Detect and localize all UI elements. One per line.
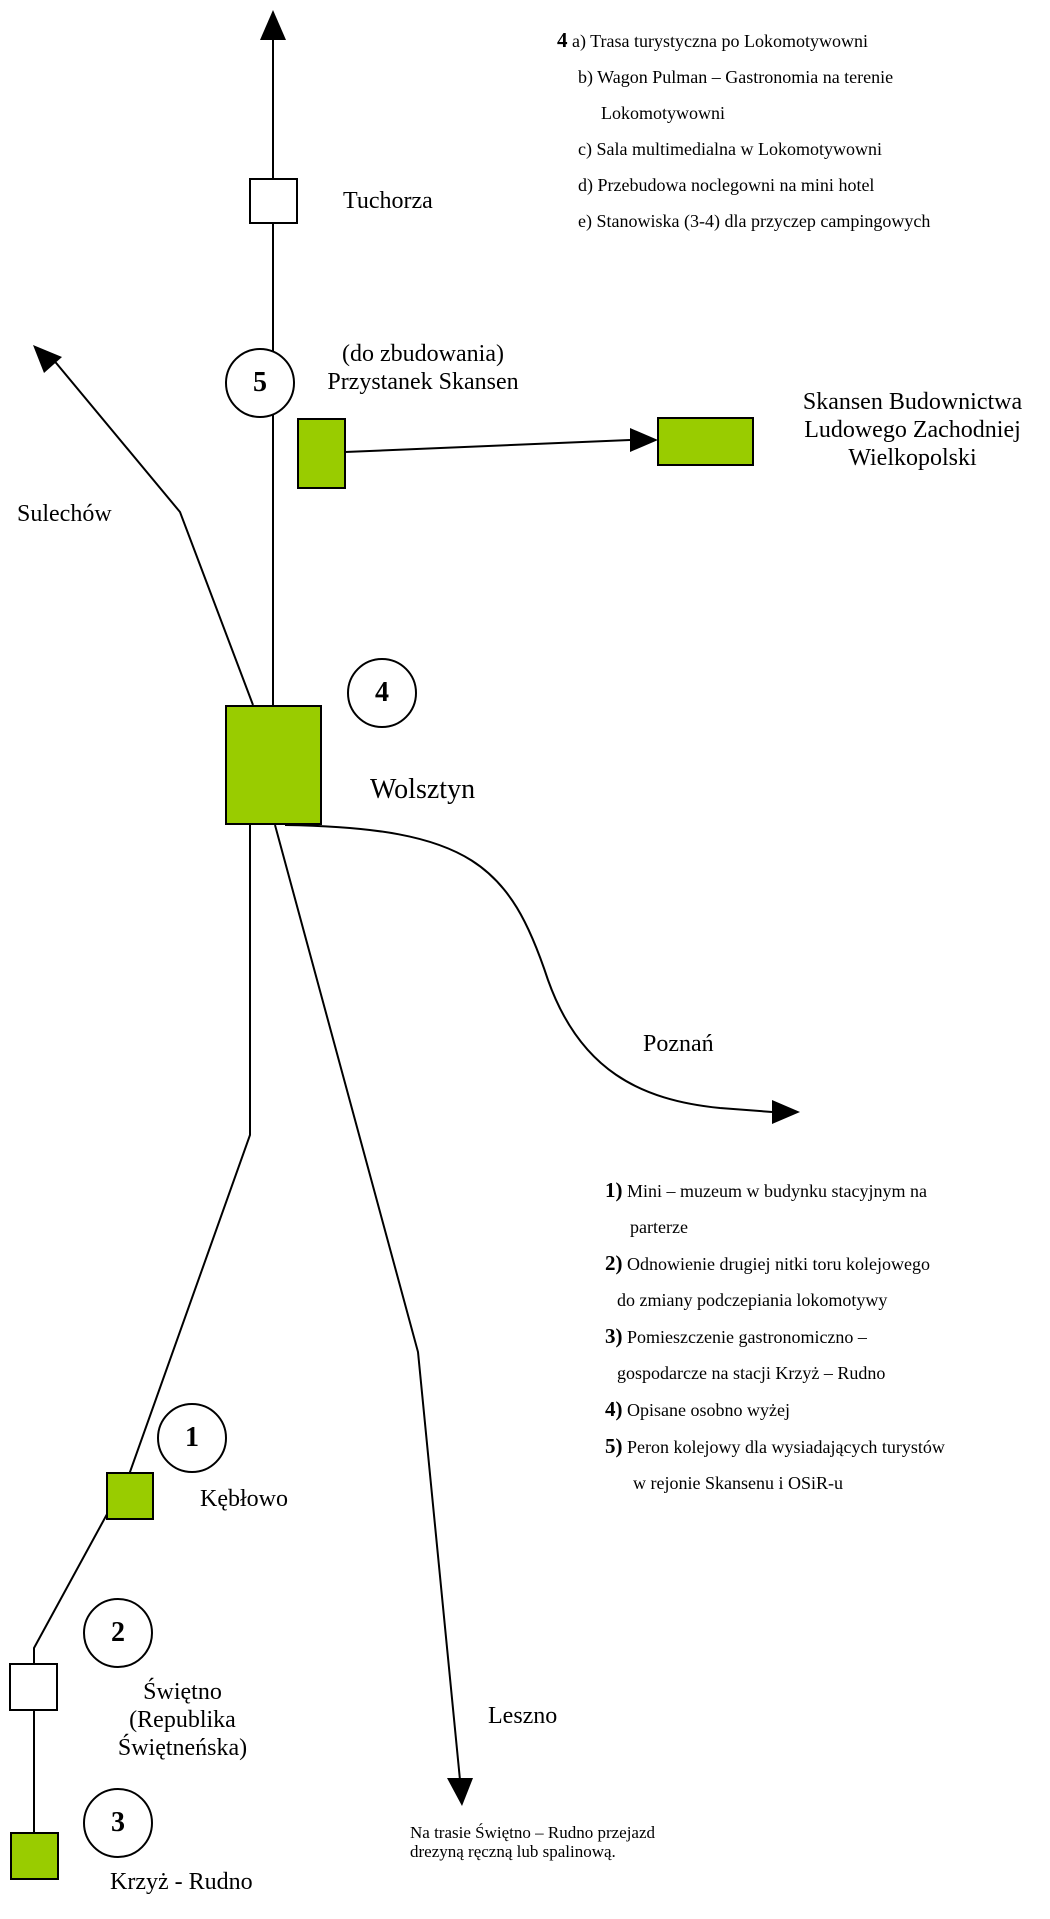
label-skansen-line1: Skansen Budownictwa: [802, 389, 1023, 415]
arrow-skansen: [630, 428, 658, 452]
note-1-text: Mini – muzeum w budynku stacyjnym na: [627, 1181, 927, 1201]
marker-3: 3: [83, 1788, 153, 1858]
station-swietno: [9, 1663, 58, 1711]
station-tuchorza: [249, 178, 298, 224]
note-4: 4) Opisane osobno wyżej: [605, 1391, 945, 1428]
note-3-number: 3): [605, 1324, 623, 1348]
note-2-text: Odnowienie drugiej nitki toru kolejowego: [627, 1254, 930, 1274]
station-krzyz: [10, 1832, 59, 1880]
marker-5: 5: [225, 348, 295, 418]
label-skansen-line2: Ludowego Zachodniej: [804, 417, 1021, 443]
label-leszno: Leszno: [488, 1703, 558, 1729]
station-wolsztyn: [225, 705, 322, 825]
track-sulechow: [51, 357, 254, 706]
label-sulechow: Sulechów: [17, 501, 112, 527]
label-wolsztyn: Wolsztyn: [370, 774, 476, 805]
note-4-number: 4: [557, 28, 568, 52]
label-skansen-stop-line2: Przystanek Skansen: [327, 369, 519, 395]
label-swietno-line2: (Republika: [129, 1707, 236, 1733]
note-2-cont: do zmiany podczepiania lokomotywy: [617, 1290, 888, 1310]
track-leszno: [274, 824, 461, 1781]
note-3-cont: gospodarcze na stacji Krzyż – Rudno: [617, 1363, 886, 1383]
note-1-number: 1): [605, 1178, 623, 1202]
note-1-cont: parterze: [630, 1217, 688, 1237]
marker-2: 2: [83, 1598, 153, 1668]
note-4a: 4 a) Trasa turystyczna po Lokomotywowni: [557, 22, 930, 59]
label-skansen-stop: (do zbudowania) Przystanek Skansen: [318, 340, 528, 396]
note-5-cont: w rejonie Skansenu i OSiR-u: [633, 1473, 843, 1493]
label-skansen-stop-line1: (do zbudowania): [342, 341, 504, 367]
note-4d: d) Przebudowa noclegowni na mini hotel: [578, 175, 875, 195]
note-4b: b) Wagon Pulman – Gastronomia na terenie: [578, 67, 894, 87]
note-drezyna: Na trasie Świętno – Rudno przejazd drezy…: [410, 1823, 656, 1861]
note-2-number: 2): [605, 1251, 623, 1275]
station-skansen-stop: [297, 418, 346, 489]
label-krzyz: Krzyż - Rudno: [110, 1869, 253, 1895]
arrow-leszno: [447, 1778, 473, 1806]
note-4-text: Opisane osobno wyżej: [627, 1400, 790, 1420]
label-keblowo: Kębłowo: [200, 1486, 288, 1512]
label-poznan: Poznań: [643, 1031, 714, 1057]
track-poznan: [284, 824, 773, 1113]
label-tuchorza: Tuchorza: [343, 188, 433, 214]
arrow-poznan: [772, 1100, 800, 1124]
marker-1: 1: [157, 1403, 227, 1473]
note-4-number-list: 4): [605, 1397, 623, 1421]
label-skansen-line3: Wielkopolski: [848, 445, 977, 471]
note-2: 2) Odnowienie drugiej nitki toru kolejow…: [605, 1245, 945, 1282]
note-3: 3) Pomieszczenie gastronomiczno –: [605, 1318, 945, 1355]
note-4a-text: a) Trasa turystyczna po Lokomotywowni: [572, 31, 868, 51]
note-5-number: 5): [605, 1434, 623, 1458]
note-5-text: Peron kolejowy dla wysiadających turystó…: [627, 1437, 945, 1457]
notes-station-4: 4 a) Trasa turystyczna po Lokomotywowni …: [557, 22, 930, 239]
notes-list: 1) Mini – muzeum w budynku stacyjnym na …: [605, 1172, 945, 1501]
label-swietno-line3: Świętneńska): [117, 1735, 248, 1761]
arrow-sulechow: [33, 345, 62, 373]
note-4e: e) Stanowiska (3-4) dla przyczep camping…: [578, 211, 931, 231]
note-4c: c) Sala multimedialna w Lokomotywowni: [578, 139, 882, 159]
label-swietno-line1: Świętno: [143, 1679, 222, 1705]
station-skansen: [657, 417, 754, 466]
station-keblowo: [106, 1472, 154, 1520]
track-skansen: [344, 439, 631, 453]
note-1: 1) Mini – muzeum w budynku stacyjnym na: [605, 1172, 945, 1209]
arrow-north: [260, 10, 286, 40]
marker-4: 4: [347, 658, 417, 728]
label-swietno: Świętno (Republika Świętneńska): [90, 1678, 275, 1762]
note-4b-cont: Lokomotywowni: [601, 103, 725, 123]
note-3-text: Pomieszczenie gastronomiczno –: [627, 1327, 867, 1347]
label-skansen: Skansen Budownictwa Ludowego Zachodniej …: [780, 388, 1045, 472]
note-5: 5) Peron kolejowy dla wysiadających tury…: [605, 1428, 945, 1465]
